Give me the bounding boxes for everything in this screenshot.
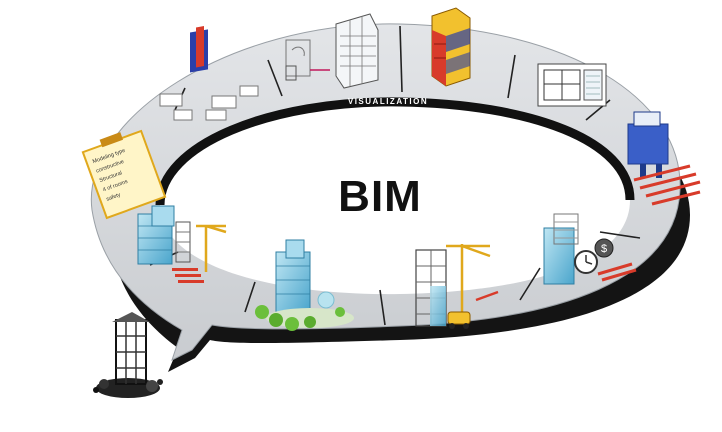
crane-construction-icon xyxy=(137,205,227,283)
checklist-item-5: safety xyxy=(106,192,122,203)
clipboard-checklist-icon: Modeling type constructive Structural 4 … xyxy=(81,129,167,220)
cost-clock-icon: $ xyxy=(543,213,637,285)
tower-crane-icon xyxy=(415,244,499,329)
ring-inner-rim xyxy=(155,97,635,206)
rubble-building-icon xyxy=(93,312,163,398)
ring-hole xyxy=(160,101,630,295)
massing-model-icon xyxy=(159,26,259,121)
fabrication-machine-icon xyxy=(627,111,701,206)
tree-building-icon xyxy=(255,239,354,331)
ring-label: VISUALIZATION xyxy=(348,97,428,106)
floor-plan-icon xyxy=(537,63,607,107)
tower-design-icon xyxy=(285,13,379,89)
color-analysis-icon xyxy=(431,7,471,87)
svg-text:$: $ xyxy=(601,243,607,255)
center-title: BIM xyxy=(338,172,422,221)
